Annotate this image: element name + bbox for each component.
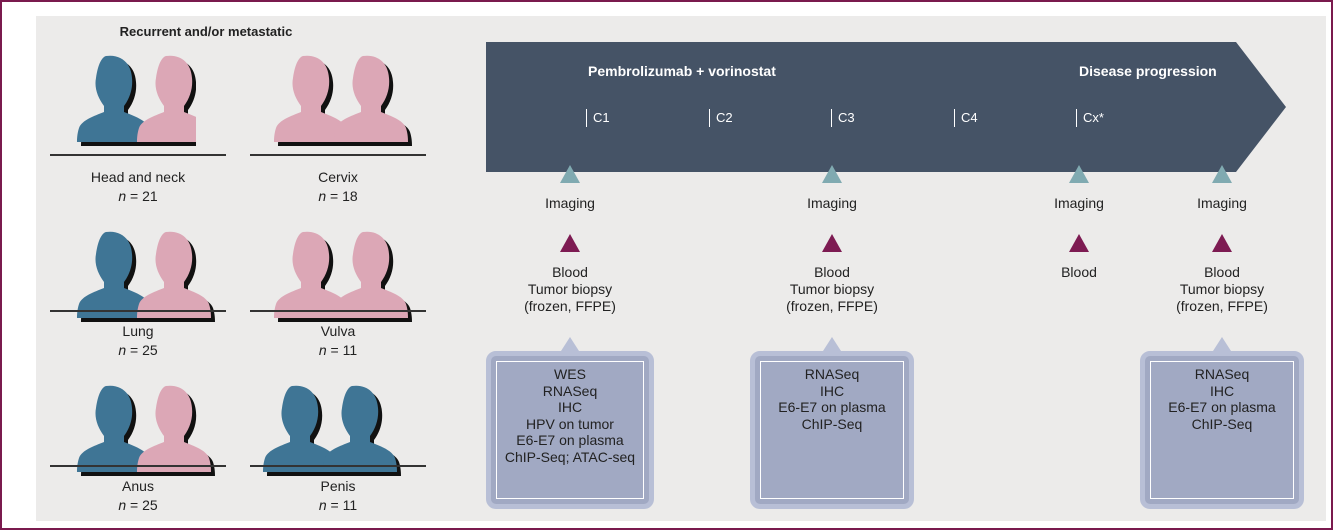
- assay-item: RNASeq: [804, 366, 860, 382]
- assay-arrow-icon: [1213, 337, 1231, 351]
- assay-item: ChIP-Seq: [1191, 415, 1253, 432]
- assay-item: RNASeq: [542, 382, 598, 399]
- blood-triangle-icon: [1212, 234, 1232, 252]
- sample-line: Tumor biopsy: [789, 281, 875, 297]
- assay-box: WES RNASeq IHC HPV on tumor E6-E7 on pla…: [486, 351, 654, 509]
- patients-vulva-icon: [274, 231, 412, 322]
- sample-line: Tumor biopsy: [527, 281, 613, 297]
- figure-panel: Recurrent and/or metastatic Head and nec…: [36, 16, 1326, 521]
- assay-list: RNASeq IHC E6-E7 on plasma ChIP-Seq: [760, 361, 904, 499]
- treatment-timeline-arrow: [486, 42, 1286, 172]
- group-divider: [50, 465, 226, 467]
- cycle-marker: C3: [831, 109, 855, 127]
- assay-item: E6-E7 on plasma: [778, 399, 886, 415]
- group-divider: [250, 465, 426, 467]
- patients-lung-icon: [77, 231, 215, 322]
- imaging-triangle-icon: [560, 165, 580, 183]
- sample-line: Blood: [1204, 264, 1240, 280]
- assay-item: IHC: [1209, 382, 1235, 399]
- group-divider: [50, 154, 226, 156]
- group-n: n = 21: [118, 188, 158, 204]
- imaging-label: Imaging: [545, 195, 595, 211]
- sample-label: Blood Tumor biopsy (frozen, FFPE): [1152, 264, 1292, 315]
- assay-item: ChIP-Seq: [801, 415, 863, 432]
- group-name: Penis: [320, 478, 356, 494]
- assay-arrow-icon: [561, 337, 579, 351]
- cycle-marker: C2: [709, 109, 733, 127]
- assay-item: E6-E7 on plasma: [1168, 399, 1276, 415]
- blood-triangle-icon: [822, 234, 842, 252]
- imaging-label: Imaging: [807, 195, 857, 211]
- sample-line: Tumor biopsy: [1179, 281, 1265, 297]
- group-name: Lung: [122, 323, 154, 339]
- group-n: n = 25: [118, 497, 158, 513]
- sample-line: (frozen, FFPE): [1176, 298, 1268, 314]
- assay-box: RNASeq IHC E6-E7 on plasma ChIP-Seq: [1140, 351, 1304, 509]
- sample-line: Blood: [552, 264, 588, 280]
- assay-item: RNASeq: [1194, 366, 1250, 382]
- group-n: n = 25: [118, 342, 158, 358]
- assay-item: HPV on tumor: [526, 415, 614, 432]
- assay-item: IHC: [819, 382, 845, 399]
- assay-arrow-icon: [823, 337, 841, 351]
- assay-list: RNASeq IHC E6-E7 on plasma ChIP-Seq: [1150, 361, 1294, 499]
- sample-line: (frozen, FFPE): [786, 298, 878, 314]
- group-divider: [250, 310, 426, 312]
- cycle-marker: C1: [586, 109, 610, 127]
- imaging-label: Imaging: [1054, 195, 1104, 211]
- group-n: n = 11: [318, 497, 358, 513]
- sample-line: (frozen, FFPE): [524, 298, 616, 314]
- cohort-title: Recurrent and/or metastatic: [119, 24, 293, 39]
- assay-box: RNASeq IHC E6-E7 on plasma ChIP-Seq: [750, 351, 914, 509]
- sample-label: Blood Tumor biopsy (frozen, FFPE): [762, 264, 902, 315]
- assay-item: IHC: [557, 399, 583, 415]
- sample-label: Blood: [1019, 264, 1139, 281]
- imaging-triangle-icon: [1069, 165, 1089, 183]
- cycle-marker: C4: [954, 109, 978, 127]
- group-name: Vulva: [320, 323, 356, 339]
- imaging-triangle-icon: [822, 165, 842, 183]
- imaging-triangle-icon: [1212, 165, 1232, 183]
- sample-line: Blood: [1061, 264, 1097, 280]
- cycle-marker: Cx*: [1076, 109, 1104, 127]
- group-name: Anus: [122, 478, 154, 494]
- treatment-label: Pembrolizumab + vorinostat: [588, 63, 776, 79]
- assay-item: E6-E7 on plasma: [516, 432, 624, 448]
- assay-item: WES: [554, 366, 586, 382]
- sample-label: Blood Tumor biopsy (frozen, FFPE): [500, 264, 640, 315]
- assay-list: WES RNASeq IHC HPV on tumor E6-E7 on pla…: [496, 361, 644, 499]
- blood-triangle-icon: [560, 234, 580, 252]
- group-n: n = 18: [318, 188, 358, 204]
- assay-item: ChIP-Seq; ATAC-seq: [504, 448, 636, 465]
- progression-label: Disease progression: [1079, 63, 1217, 79]
- blood-triangle-icon: [1069, 234, 1089, 252]
- patients-cervix-icon: [274, 55, 412, 146]
- group-divider: [50, 310, 226, 312]
- group-divider: [250, 154, 426, 156]
- group-n: n = 11: [318, 342, 358, 358]
- sample-line: Blood: [814, 264, 850, 280]
- patients-head-and-neck-icon: [77, 55, 196, 146]
- imaging-label: Imaging: [1197, 195, 1247, 211]
- group-name: Cervix: [318, 169, 358, 185]
- group-name: Head and neck: [90, 169, 186, 185]
